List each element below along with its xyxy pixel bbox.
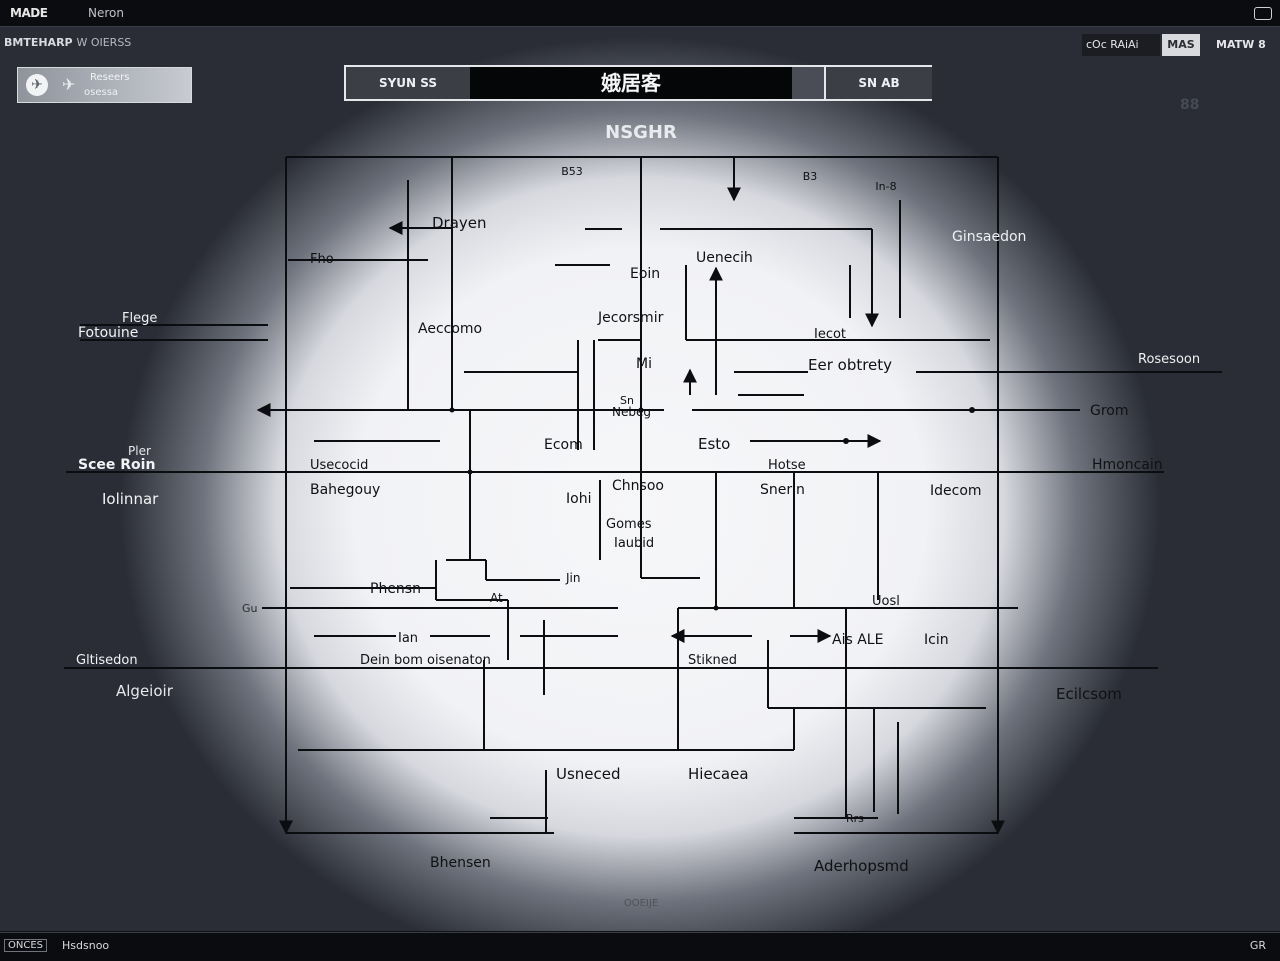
outer-label-left-3: Iolinnar bbox=[102, 490, 159, 508]
label-hotse: Hotse bbox=[768, 458, 806, 473]
label-drayen: Drayen bbox=[432, 214, 487, 232]
segment-divider bbox=[792, 67, 824, 99]
outer-label-left-small: Gu bbox=[242, 602, 258, 615]
junction-dot bbox=[467, 469, 473, 475]
outer-label-left-2a: Pler bbox=[128, 444, 151, 458]
diagram-title: NSGHR bbox=[605, 122, 677, 143]
label-ian: Ian bbox=[398, 631, 418, 646]
label-bhensen: Bhensen bbox=[430, 855, 491, 871]
label-aderhopsmd: Aderhopsmd bbox=[814, 857, 909, 875]
title-bar: MADE Neron bbox=[0, 0, 1280, 27]
label-uenecin: Uenecih bbox=[696, 250, 753, 266]
label-sn: Sn bbox=[620, 394, 634, 407]
outer-label-left-1a: Flege bbox=[122, 311, 157, 326]
airplane-icon: ✈ bbox=[26, 74, 48, 96]
right-control-3-badge: 8 bbox=[1258, 38, 1266, 51]
window-subtitle: Neron bbox=[88, 6, 124, 20]
label-top-far-right: In-8 bbox=[875, 180, 896, 193]
junction-dot bbox=[969, 407, 975, 413]
outer-label-right-3: Grom bbox=[1090, 403, 1129, 419]
label-bahegouy: Bahegouy bbox=[310, 482, 380, 498]
label-laubid: Iaubid bbox=[614, 536, 654, 551]
right-control-1[interactable]: cOc RAiAi bbox=[1082, 34, 1160, 56]
outer-label-left-5: Algeioir bbox=[116, 682, 174, 700]
label-esto: Esto bbox=[698, 435, 730, 453]
label-uosl: Uosl bbox=[872, 594, 900, 609]
junction-dots bbox=[449, 407, 975, 611]
label-icin: Icin bbox=[924, 632, 949, 648]
label-usecocid: Usecocid bbox=[310, 458, 368, 473]
segmented-control: SYUN SS 娥居客 SN AB bbox=[344, 65, 932, 101]
status-left-text: Hsdsnoo bbox=[62, 939, 110, 952]
label-ais-ale: Ais ALE bbox=[832, 632, 883, 648]
label-snerin: Snerin bbox=[760, 482, 805, 498]
segment-left-button[interactable]: SYUN SS bbox=[346, 67, 472, 99]
diagram-labels: NSGHR B53 B3 In-8 Drayen Fho Uenecih Eoi… bbox=[76, 122, 1200, 909]
app-label-sub: W OIERSS bbox=[76, 36, 132, 49]
outer-label-left-2b: Scee Roin bbox=[78, 457, 155, 473]
nav-card-line1: Reseers bbox=[90, 72, 130, 83]
outer-label-right-4: Hmoncain bbox=[1092, 457, 1163, 473]
label-mi: Mi bbox=[636, 356, 652, 372]
right-control-3[interactable]: MATW 8 bbox=[1212, 34, 1278, 56]
label-chnsoo: Chnsoo bbox=[612, 478, 664, 494]
label-stikned: Stikned bbox=[688, 653, 737, 668]
segment-center-button[interactable]: 娥居客 bbox=[470, 67, 792, 99]
label-dein-bom: Dein bom oisenaton bbox=[360, 653, 491, 668]
outer-label-right-2: Rosesoon bbox=[1138, 352, 1200, 367]
label-eer-obtrety: Eer obtrety bbox=[808, 356, 892, 374]
outer-label-left-1b: Fotouine bbox=[78, 325, 138, 341]
junction-dot bbox=[638, 407, 644, 413]
label-fho: Fho bbox=[310, 252, 334, 267]
label-jin: Jin bbox=[565, 571, 580, 585]
nav-card[interactable]: ✈ ✈ Reseers osessa bbox=[17, 67, 192, 103]
nav-card-line2: osessa bbox=[84, 87, 119, 98]
window-restore-icon[interactable] bbox=[1254, 7, 1272, 20]
label-ecom: Ecom bbox=[544, 437, 583, 453]
label-idecom: Idecom bbox=[930, 483, 982, 499]
label-top-right: B3 bbox=[803, 170, 818, 183]
label-at: At bbox=[490, 591, 503, 605]
wires bbox=[64, 156, 1222, 835]
app-label: BMTEHARP W OIERSS bbox=[4, 36, 131, 49]
status-bar: ONCES Hsdsnoo GR bbox=[0, 932, 1280, 961]
label-phensn: Phensn bbox=[370, 581, 421, 597]
label-top-mid: B53 bbox=[561, 165, 583, 178]
label-aeccomo: Aeccomo bbox=[418, 321, 482, 337]
status-right-text: GR bbox=[1249, 939, 1266, 952]
segment-right-button[interactable]: SN AB bbox=[824, 67, 932, 99]
label-eoin: Eoin bbox=[630, 266, 660, 282]
app-label-main: BMTEHARP bbox=[4, 36, 73, 49]
label-jecorsmir: Jecorsmir bbox=[597, 310, 664, 326]
label-lohi: Iohi bbox=[566, 491, 591, 507]
right-control-2[interactable]: MAS bbox=[1162, 34, 1200, 56]
label-gomes: Gomes bbox=[606, 517, 652, 532]
label-usneced: Usneced bbox=[556, 765, 621, 783]
junction-dot bbox=[843, 438, 849, 444]
label-hiecaea: Hiecaea bbox=[688, 765, 749, 783]
outer-label-right-1: Ginsaedon bbox=[952, 229, 1026, 245]
right-control-3-label: MATW bbox=[1216, 38, 1255, 51]
outer-label-left-4: Gltisedon bbox=[76, 653, 138, 668]
window-title: MADE bbox=[10, 6, 48, 20]
junction-dot bbox=[449, 407, 455, 413]
label-nebeg: Nebeg bbox=[612, 405, 651, 419]
label-rrs: Rrs bbox=[846, 812, 864, 825]
plane-glyph-icon: ✈ bbox=[62, 75, 76, 94]
outer-label-right-5: Ecilcsom bbox=[1056, 685, 1122, 703]
side-panel-icon[interactable]: 88 bbox=[1180, 97, 1200, 113]
diagram-footer: OOEIJE bbox=[624, 898, 658, 909]
label-lecot: Iecot bbox=[814, 327, 846, 342]
status-left-box[interactable]: ONCES bbox=[4, 939, 47, 952]
junction-dot bbox=[713, 605, 719, 611]
